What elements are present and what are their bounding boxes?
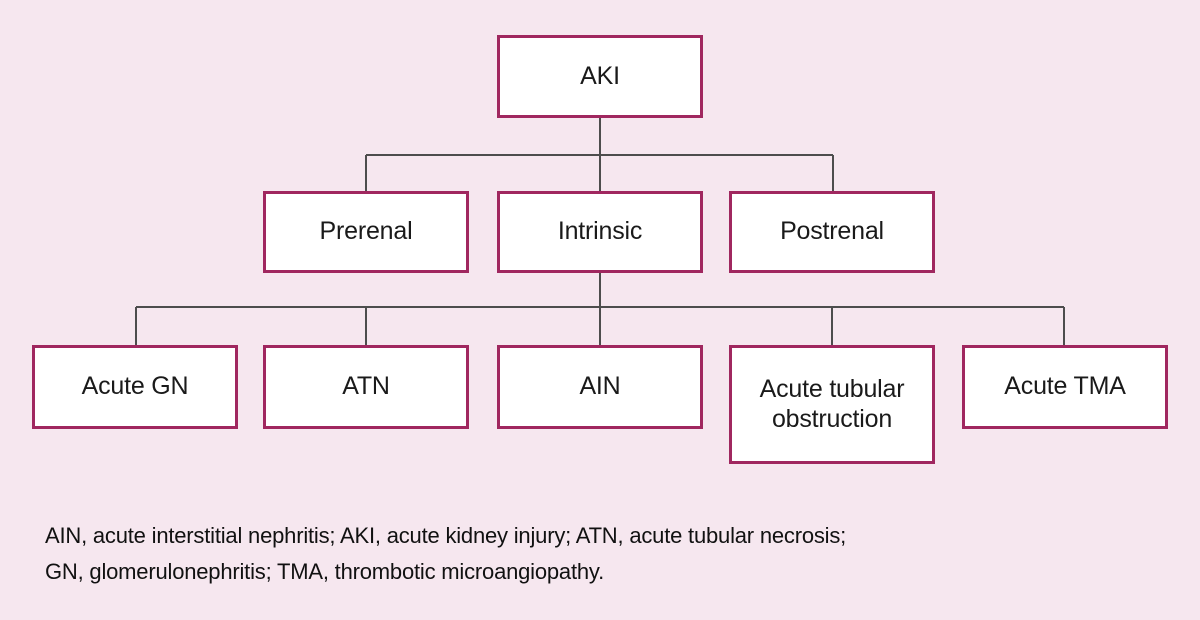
node-prerenal[interactable]: Prerenal bbox=[263, 191, 469, 273]
node-aki[interactable]: AKI bbox=[497, 35, 703, 118]
node-intrinsic-label: Intrinsic bbox=[557, 217, 643, 246]
node-atn[interactable]: ATN bbox=[263, 345, 469, 429]
node-intrinsic[interactable]: Intrinsic bbox=[497, 191, 703, 273]
node-acute-gn[interactable]: Acute GN bbox=[32, 345, 238, 429]
node-acute-gn-label: Acute GN bbox=[81, 372, 189, 401]
node-acute-tubular-obstruction-label: Acute tubular obstruction bbox=[759, 375, 905, 433]
node-prerenal-label: Prerenal bbox=[319, 217, 413, 246]
node-atn-label: ATN bbox=[342, 372, 390, 401]
node-ain[interactable]: AIN bbox=[497, 345, 703, 429]
node-acute-tma-label: Acute TMA bbox=[1004, 372, 1126, 401]
node-postrenal[interactable]: Postrenal bbox=[729, 191, 935, 273]
node-postrenal-label: Postrenal bbox=[780, 217, 884, 246]
footnote-line-2: GN, glomerulonephritis; TMA, thrombotic … bbox=[45, 558, 604, 584]
node-acute-tubular-obstruction[interactable]: Acute tubular obstruction bbox=[729, 345, 935, 464]
node-aki-label: AKI bbox=[580, 61, 620, 90]
node-ain-label: AIN bbox=[579, 372, 621, 401]
footnote-line-1: AIN, acute interstitial nephritis; AKI, … bbox=[45, 523, 847, 548]
figure-footnote: AIN, acute interstitial nephritis; AKI, … bbox=[45, 518, 1155, 589]
node-acute-tma[interactable]: Acute TMA bbox=[962, 345, 1168, 429]
